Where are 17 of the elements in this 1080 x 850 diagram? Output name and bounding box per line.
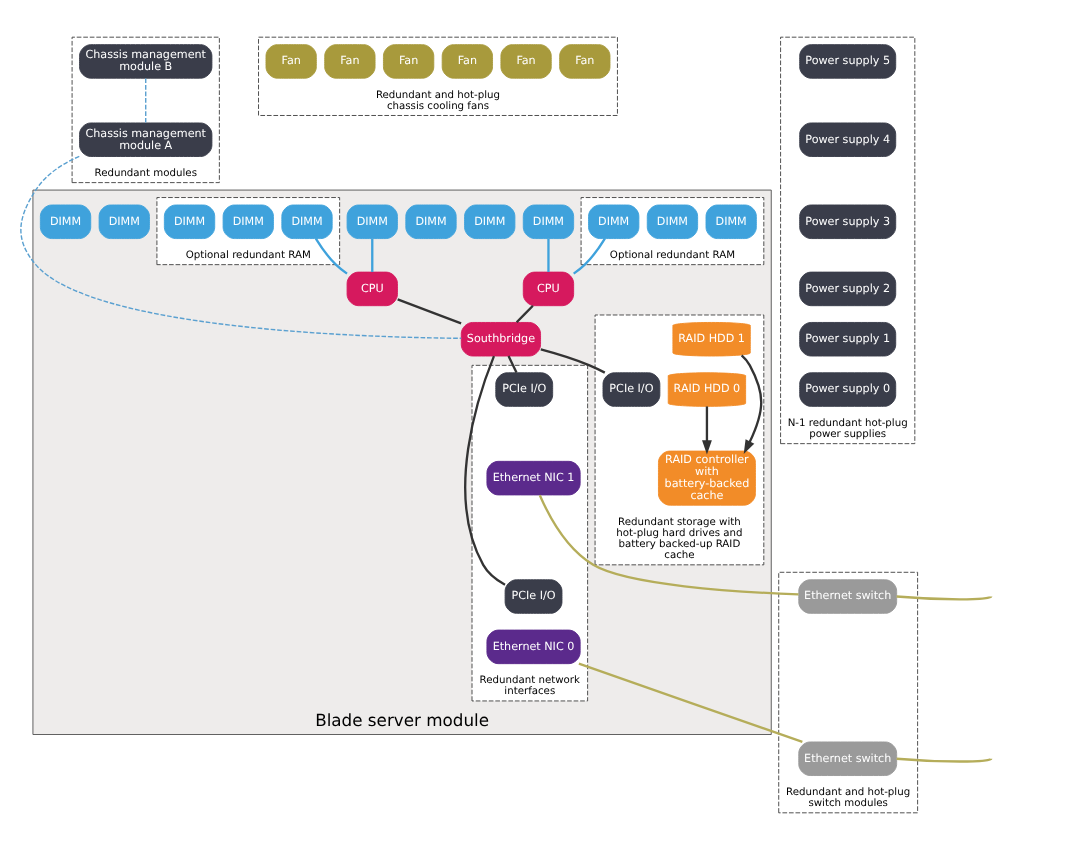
connector [578, 662, 803, 744]
connector [314, 237, 348, 275]
connector [896, 757, 992, 763]
connector [540, 348, 606, 374]
connector [538, 494, 799, 596]
connector [573, 237, 606, 275]
connector [507, 355, 518, 374]
connector [20, 155, 462, 339]
connector [896, 595, 992, 601]
connector [397, 298, 462, 325]
arrow [702, 406, 712, 455]
connector [371, 238, 374, 272]
connector [145, 77, 147, 124]
connector [515, 304, 534, 324]
connector [547, 238, 550, 272]
arrow [740, 354, 763, 455]
connector [464, 355, 506, 586]
